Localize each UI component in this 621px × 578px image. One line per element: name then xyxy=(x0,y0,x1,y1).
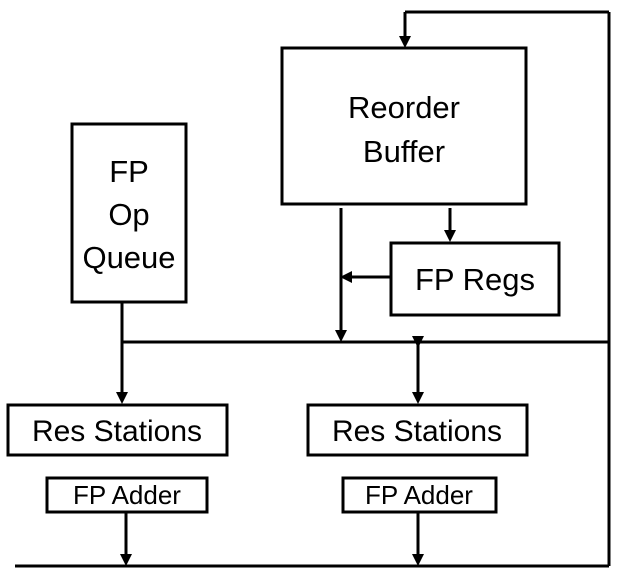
arrow-left-adder-to-cdb xyxy=(120,554,132,566)
fp-adder-left-box: FP Adder xyxy=(45,476,209,514)
res-stations-left-box: Res Stations xyxy=(6,403,229,457)
reorder-buffer-label-line1: Reorder xyxy=(348,90,460,125)
wires xyxy=(15,10,611,568)
fp-adder-left-label: FP Adder xyxy=(73,480,181,510)
arrow-cdb-to-bus xyxy=(412,336,424,348)
fp-op-queue-label-line3: Queue xyxy=(82,240,175,275)
reorder-buffer-box: Reorder Buffer xyxy=(280,46,528,206)
fp-adder-right-box: FP Adder xyxy=(341,476,498,514)
arrow-regs-to-bus xyxy=(340,271,352,283)
arrowheads xyxy=(116,36,456,566)
res-stations-right-label: Res Stations xyxy=(332,415,502,448)
fp-op-queue-label-line1: FP xyxy=(109,154,149,189)
fp-regs-box: FP Regs xyxy=(389,241,561,317)
fp-adder-right-label: FP Adder xyxy=(365,480,473,510)
res-stations-right-box: Res Stations xyxy=(306,403,529,457)
res-stations-left-label: Res Stations xyxy=(32,415,202,448)
fp-op-queue-box: FP Op Queue xyxy=(70,122,188,304)
arrow-rob-to-bus xyxy=(335,330,347,342)
fp-regs-label: FP Regs xyxy=(415,262,535,297)
arrow-into-regs xyxy=(444,230,456,242)
arrow-into-rob xyxy=(399,36,411,48)
arrow-into-left-rs xyxy=(116,392,128,404)
fp-op-queue-label-line2: Op xyxy=(108,197,149,232)
arrow-right-adder-to-cdb xyxy=(412,554,424,566)
arrow-into-right-rs xyxy=(412,392,424,404)
reorder-buffer-label-line2: Buffer xyxy=(363,134,445,169)
